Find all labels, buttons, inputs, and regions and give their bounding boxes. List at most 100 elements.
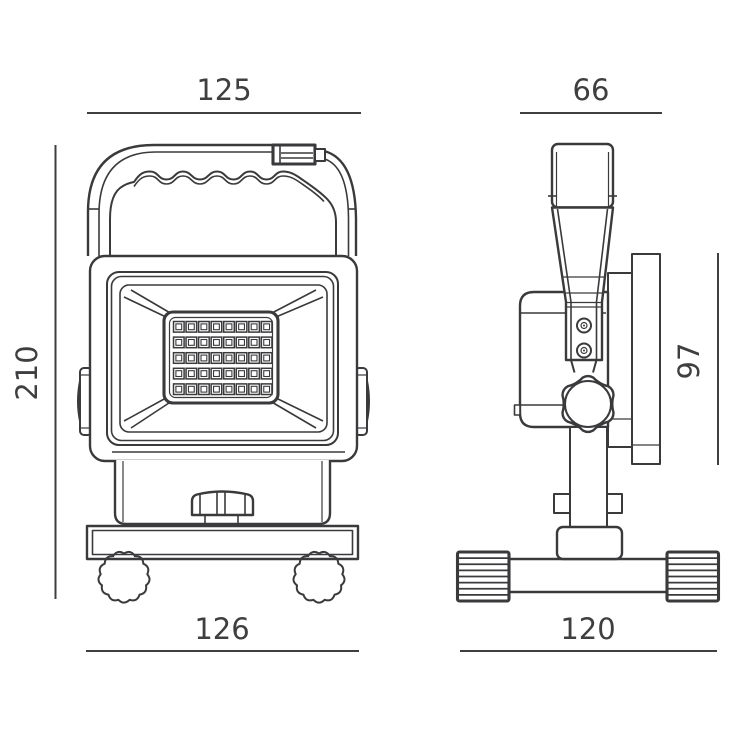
- led-square: [185, 367, 198, 380]
- led-square-inner: [263, 354, 271, 362]
- collar-tab-left: [553, 493, 571, 514]
- led-square: [235, 383, 248, 396]
- led-square-inner: [238, 323, 245, 331]
- front-base: [85, 524, 360, 604]
- wing-knob: [190, 490, 255, 527]
- led-square-inner: [238, 370, 245, 378]
- left-hinge-bulge-arc: [77, 380, 81, 422]
- led-square: [185, 336, 198, 349]
- led-square-inner: [238, 338, 245, 346]
- wedge-tl-1: [123, 296, 167, 318]
- led-square-inner: [175, 354, 183, 362]
- hex-knob-inner-circle: [564, 380, 612, 428]
- wedge-tl-2: [130, 289, 173, 315]
- led-square-inner: [200, 323, 208, 331]
- side-view: [455, 142, 721, 603]
- screw-inner-ring: [580, 346, 588, 355]
- led-square-inner: [225, 370, 233, 378]
- led-square: [197, 320, 210, 333]
- led-square: [235, 367, 248, 380]
- knurled-knob-right: [665, 550, 721, 603]
- led-square: [260, 336, 273, 349]
- knurl-lines: [459, 557, 508, 596]
- led-square-inner: [250, 354, 258, 362]
- dim-label-front-top-width: 125: [196, 73, 251, 107]
- collar-tab-right: [606, 493, 623, 514]
- screw-outer-ring: [576, 342, 592, 359]
- handle-outer-left-line: [86, 143, 276, 256]
- mount-bracket: [607, 272, 633, 448]
- wedge-tr-2: [269, 289, 317, 315]
- rear-fin-plate: [607, 253, 661, 465]
- wedge-br-2: [269, 400, 317, 429]
- led-square-inner: [263, 385, 271, 393]
- dim-label-side-bottom-width: 120: [560, 612, 615, 646]
- right-foot-knob: [292, 550, 346, 604]
- fork-neck-left: [570, 359, 576, 373]
- led-square: [235, 336, 248, 349]
- knob-cap: [190, 490, 255, 517]
- led-square-inner: [250, 323, 258, 331]
- led-square-inner: [213, 338, 220, 346]
- led-square: [185, 383, 198, 396]
- handle-latch: [271, 143, 326, 166]
- front-view: [77, 143, 370, 604]
- fork-neck-right: [592, 359, 598, 373]
- led-square-inner: [187, 323, 195, 331]
- led-square: [185, 351, 198, 365]
- dim-label-front-bottom-width: 126: [194, 612, 249, 646]
- led-square-inner: [200, 338, 208, 346]
- left-foot-knob: [97, 550, 151, 604]
- led-square: [248, 383, 261, 396]
- led-square: [210, 367, 223, 380]
- led-square-inner: [225, 354, 233, 362]
- led-square-inner: [175, 323, 183, 331]
- wedge-br-1: [275, 397, 324, 422]
- led-square: [172, 320, 185, 333]
- led-square: [235, 320, 248, 333]
- base-plate-inner: [91, 529, 354, 556]
- led-square-inner: [225, 338, 233, 346]
- adjustment-knob: [561, 374, 615, 434]
- led-square-inner: [250, 338, 258, 346]
- led-square: [248, 336, 261, 349]
- handle-outer-right-line: [323, 149, 358, 256]
- led-square: [248, 351, 261, 365]
- fork-screw-bottom: [576, 342, 592, 359]
- led-square-inner: [263, 338, 271, 346]
- knurl-lines: [668, 557, 717, 596]
- led-square-inner: [238, 354, 245, 362]
- led-square: [197, 336, 210, 349]
- led-square-inner: [200, 370, 208, 378]
- wedge-bl-1: [123, 397, 167, 422]
- led-square: [210, 336, 223, 349]
- led-square: [260, 320, 273, 333]
- led-square: [210, 383, 223, 396]
- handle-grip-opening-line: [109, 170, 337, 256]
- dimensions: 125 66 210 97 126 120: [10, 73, 719, 652]
- led-grid: [172, 320, 273, 396]
- fin-plate: [631, 253, 661, 465]
- led-square-inner: [200, 354, 208, 362]
- bezel-outer-inner-line: [110, 275, 335, 442]
- led-square-inner: [225, 323, 233, 331]
- handle-wall-inner-left-line: [98, 151, 275, 256]
- led-square: [222, 320, 236, 333]
- led-square: [260, 367, 273, 380]
- led-square-inner: [187, 370, 195, 378]
- led-square: [210, 320, 223, 333]
- latch-tab: [314, 148, 326, 162]
- handle-grip-side: [550, 142, 615, 209]
- led-square-inner: [263, 323, 271, 331]
- led-square-inner: [238, 385, 245, 393]
- led-square-inner: [213, 323, 220, 331]
- reflector-opening: [119, 284, 328, 433]
- right-hinge-bulge-arc: [366, 380, 370, 422]
- led-square-inner: [175, 338, 183, 346]
- led-square: [260, 383, 273, 396]
- led-square: [185, 320, 198, 333]
- led-square-inner: [187, 385, 195, 393]
- screw-inner-ring: [580, 321, 588, 330]
- carry-handle: [86, 143, 358, 256]
